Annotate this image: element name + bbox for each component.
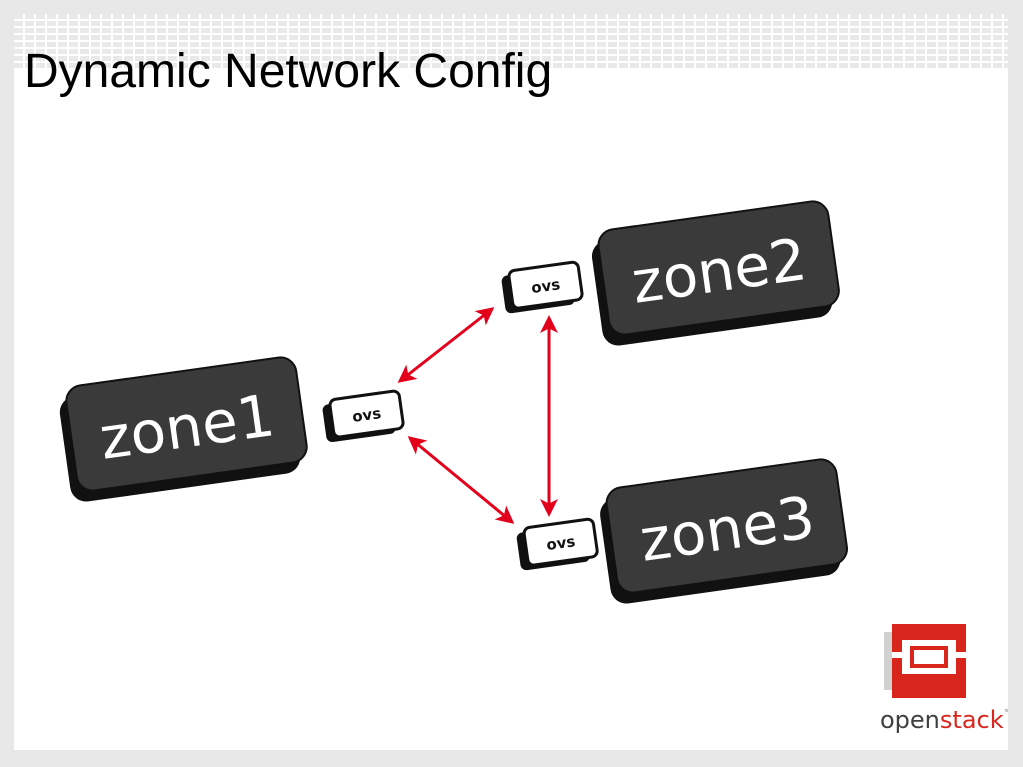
ovs3-switch: ovs: [516, 517, 599, 571]
openstack-logo: openstack™: [880, 624, 1008, 734]
ovs3-label: ovs: [545, 532, 576, 554]
ovs1-switch: ovs: [322, 389, 405, 443]
ovs2-switch: ovs: [501, 260, 584, 314]
zone2-block: zone2: [591, 200, 840, 346]
slide: Dynamic Network Config zone1 zone2 zone3: [14, 14, 1008, 750]
zone3-block: zone3: [600, 458, 848, 604]
openstack-wordmark: openstack™: [880, 706, 1008, 734]
ovs1-label: ovs: [351, 404, 382, 426]
zone1-block: zone1: [59, 356, 308, 502]
network-diagram: zone1 zone2 zone3 ovs ovs: [59, 200, 1008, 734]
openstack-logo-icon: [884, 624, 966, 698]
page-title: Dynamic Network Config: [24, 45, 553, 98]
link-ovs1-ovs3: [407, 436, 515, 524]
ovs2-label: ovs: [530, 275, 561, 297]
header-pattern: [14, 14, 1008, 70]
link-ovs1-ovs2: [397, 307, 495, 383]
